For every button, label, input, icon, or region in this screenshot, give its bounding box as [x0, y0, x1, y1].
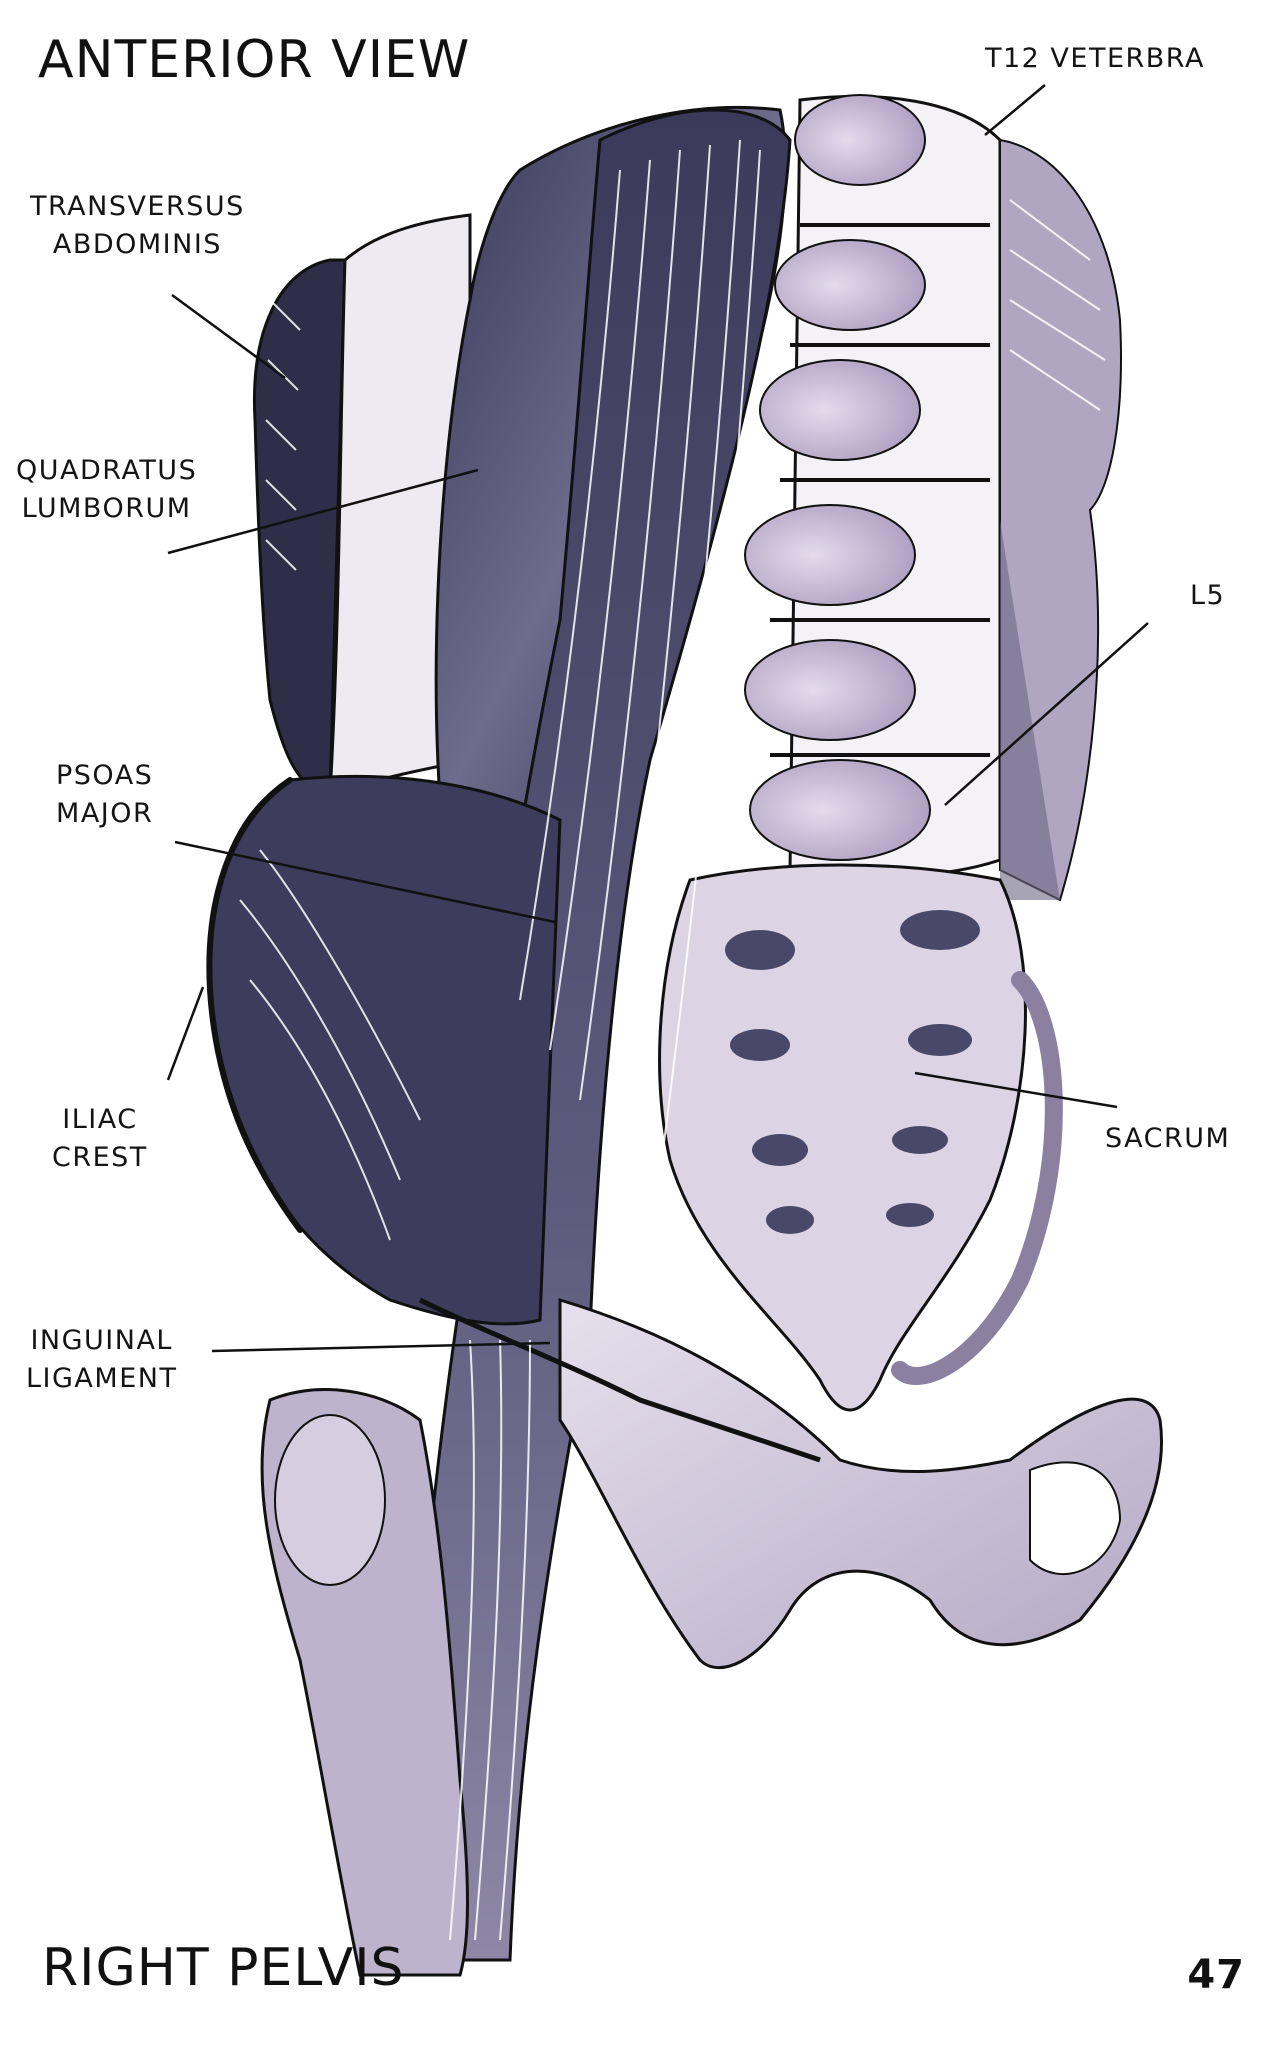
- page-number: 47: [1187, 1952, 1245, 1998]
- muscle-fibre-strokes: [239, 139, 1106, 1941]
- pubic-ramus: [558, 1297, 1163, 1670]
- leader-inguinal: [211, 1341, 551, 1353]
- label-inguinal-ligament: INGUINAL LIGAMENT: [26, 1325, 178, 1394]
- iliacus-muscle: [208, 774, 562, 1326]
- iliac-crest-outline: [206, 777, 303, 1233]
- label-transversus-abdominis: TRANSVERSUS ABDOMINIS: [30, 191, 245, 260]
- sacrum: [658, 863, 1063, 1412]
- page-subtitle: RIGHT PELVIS: [42, 1938, 405, 1998]
- lumbar-spine: [744, 94, 1002, 879]
- page-title: ANTERIOR VIEW: [38, 30, 471, 90]
- leader-transversus: [171, 293, 286, 380]
- label-l5: L5: [1190, 580, 1226, 611]
- label-quadratus-lumborum: QUADRATUS LUMBORUM: [16, 455, 198, 524]
- leader-lines: [166, 84, 1149, 1353]
- leader-sacrum: [914, 1071, 1118, 1109]
- leader-iliac: [166, 986, 205, 1081]
- label-psoas-major: PSOAS MAJOR: [56, 760, 154, 829]
- label-t12-vertebra: T12 VETERBRA: [985, 43, 1205, 74]
- leader-psoas: [174, 840, 556, 924]
- label-iliac-crest: ILIAC CREST: [52, 1104, 148, 1173]
- leader-l5: [944, 622, 1149, 806]
- leader-quadratus: [167, 468, 479, 555]
- psoas-major-muscle: [398, 108, 792, 1962]
- inguinal-ligament-band: [418, 1297, 821, 1463]
- femur: [260, 1388, 469, 1977]
- contralateral-muscle: [999, 138, 1122, 902]
- label-sacrum: SACRUM: [1105, 1123, 1231, 1154]
- leader-t12: [984, 84, 1046, 136]
